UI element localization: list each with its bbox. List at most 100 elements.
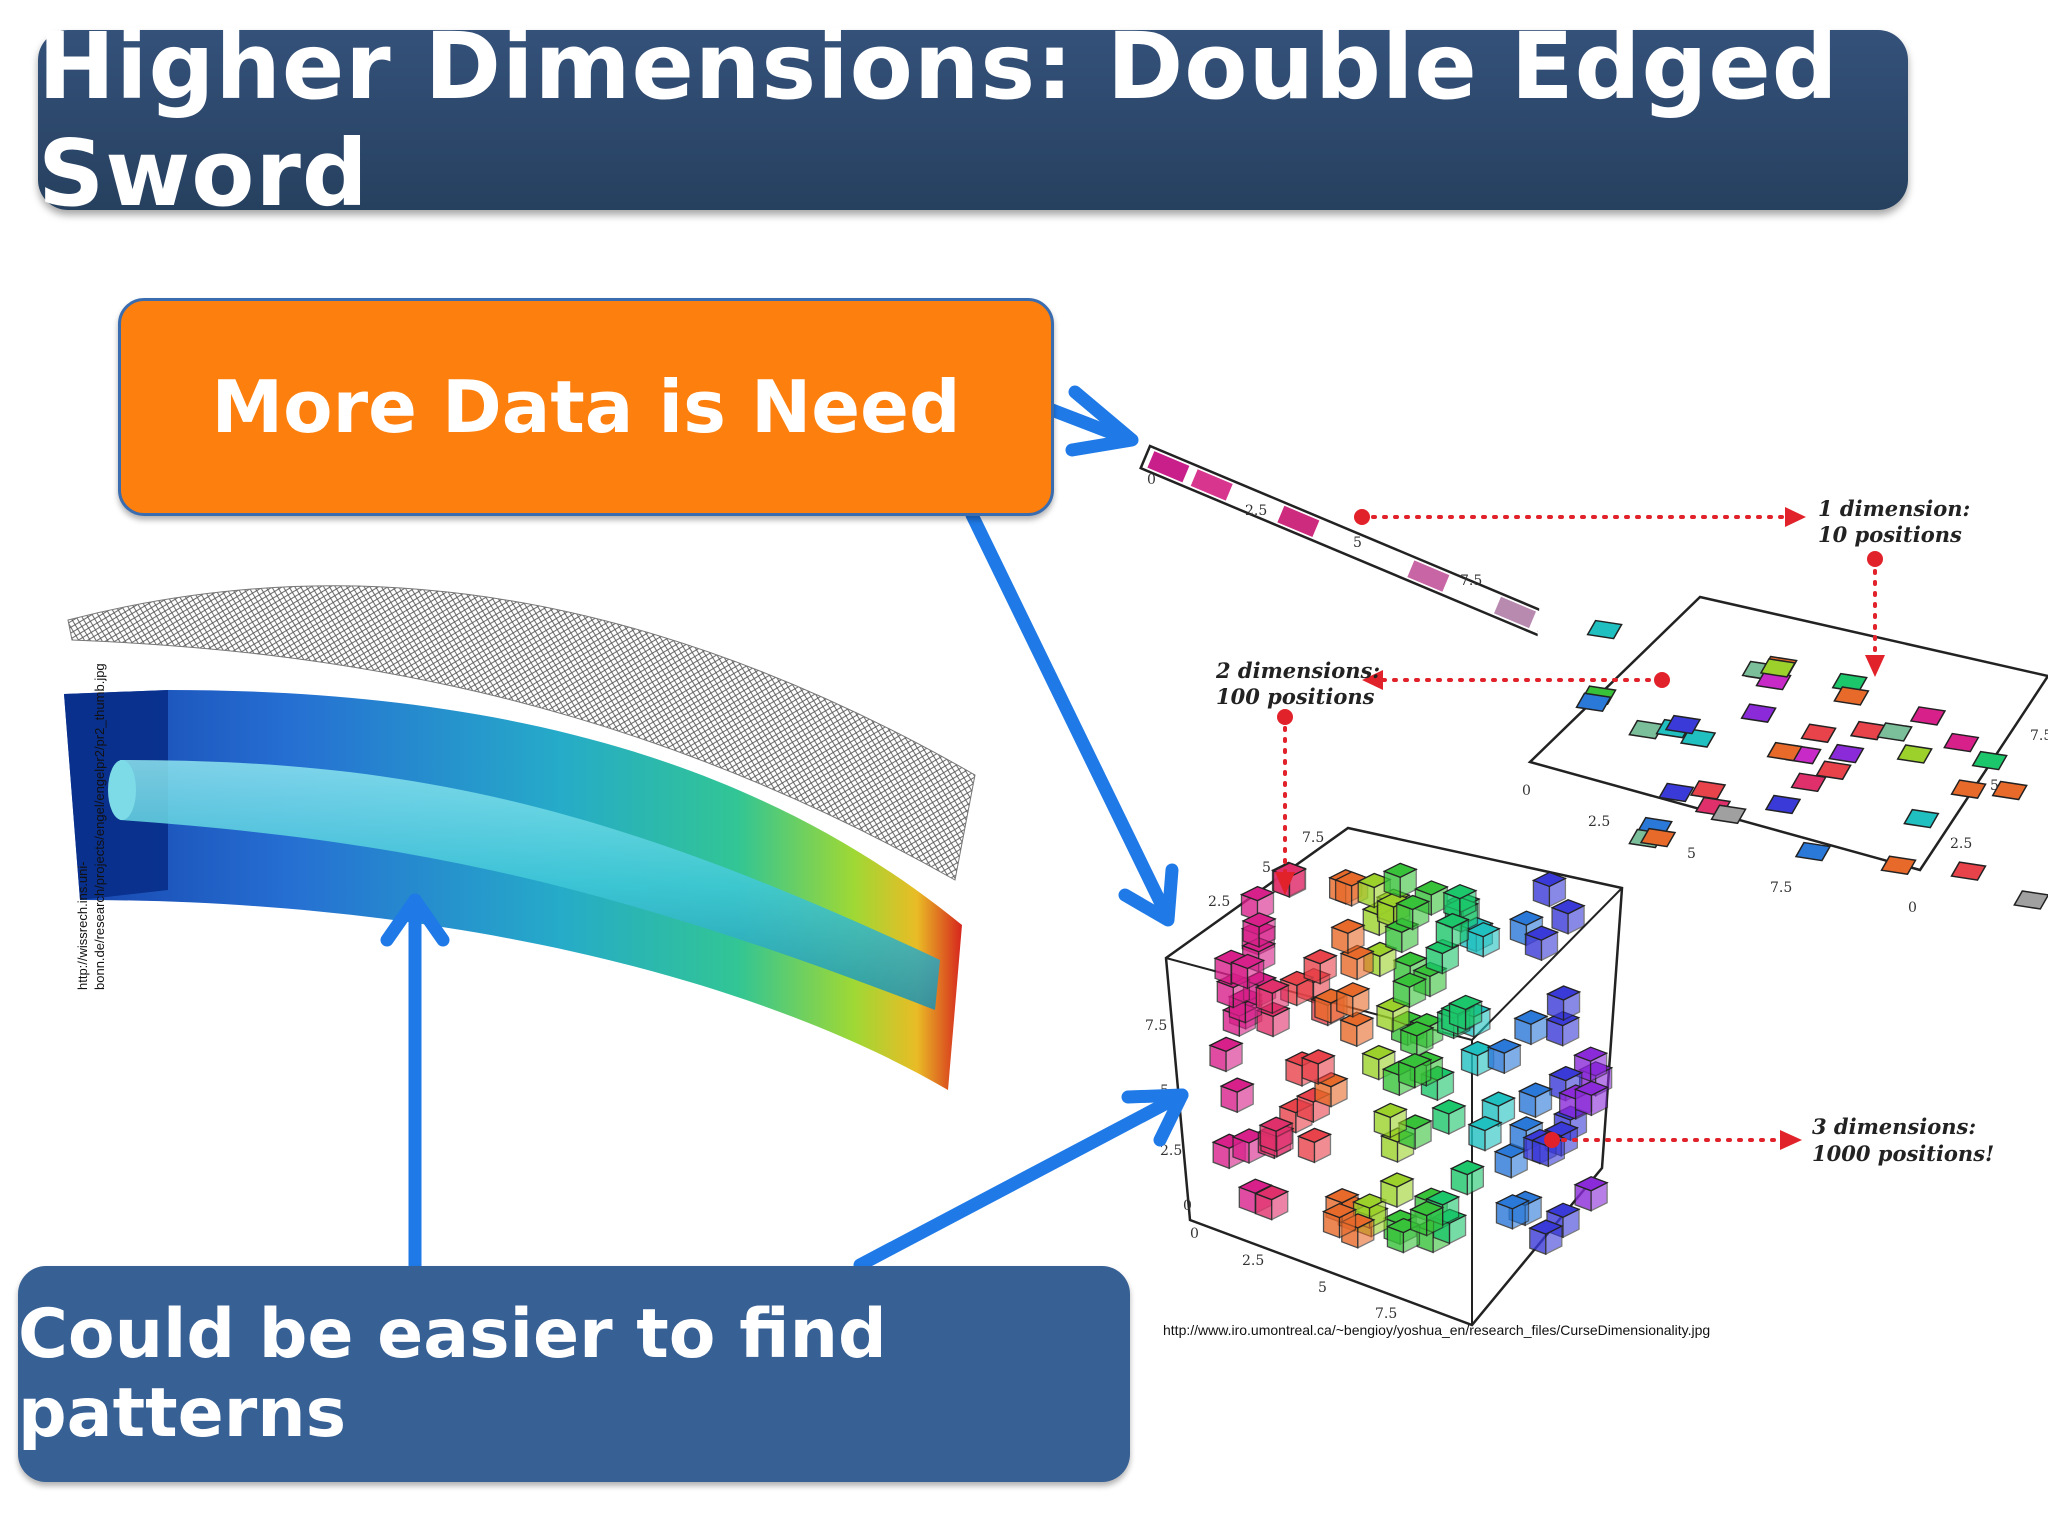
arrow-to-cube-side xyxy=(853,1088,1189,1272)
svg-text:5: 5 xyxy=(1262,860,1271,876)
cube-block xyxy=(1447,994,1484,1031)
right-image-source: http://www.iro.umontreal.ca/~bengioy/yos… xyxy=(1163,1322,1711,1338)
svg-text:2.5: 2.5 xyxy=(1245,503,1267,519)
cube-block xyxy=(1467,1115,1503,1152)
cube-block xyxy=(1486,1038,1522,1075)
grid-square xyxy=(1896,744,1933,764)
grid-square xyxy=(1849,720,1887,741)
cube-block xyxy=(1517,1082,1554,1119)
grid-square xyxy=(1658,782,1695,803)
grid-square xyxy=(1943,732,1980,753)
cube-block xyxy=(1531,871,1568,908)
grid-square xyxy=(1575,692,1612,713)
svg-text:2.5: 2.5 xyxy=(1588,814,1610,830)
cube-block xyxy=(1397,1053,1433,1089)
cube-block xyxy=(1431,1099,1467,1135)
grid-square xyxy=(1950,861,1987,881)
grid-square xyxy=(1903,808,1940,829)
grid-square xyxy=(1909,706,1947,726)
cube-block xyxy=(1573,1080,1610,1117)
svg-text:7.5: 7.5 xyxy=(1145,1018,1167,1034)
more-data-callout: More Data is Need xyxy=(118,298,1054,516)
cube-block xyxy=(1296,1127,1333,1164)
cube-block xyxy=(1372,1102,1408,1139)
cube-block xyxy=(1254,1184,1290,1221)
grid-square xyxy=(1876,722,1913,742)
cube-block xyxy=(1208,1036,1244,1073)
cube-block xyxy=(1523,925,1560,962)
grid-square xyxy=(2013,890,2048,910)
cube-block xyxy=(1550,899,1586,935)
arrow-to-tube-head xyxy=(380,893,450,947)
cube-block xyxy=(1254,978,1291,1015)
svg-text:0: 0 xyxy=(1908,900,1917,916)
svg-text:0: 0 xyxy=(1183,1198,1192,1214)
mesh-sheet xyxy=(67,585,976,881)
patterns-text: Could be easier to find patterns xyxy=(18,1295,887,1453)
svg-text:7.5: 7.5 xyxy=(1375,1306,1397,1322)
label-2d-line2: 100 positions xyxy=(1216,684,1375,709)
grid-square xyxy=(1833,686,1870,706)
left-image-source: http://wissrech.ins.uni-bonn.de/research… xyxy=(75,663,107,990)
svg-text:0: 0 xyxy=(1522,783,1531,799)
cube-block xyxy=(1465,921,1501,958)
cube-block xyxy=(1409,1200,1445,1237)
arrow-to-cube-side-head xyxy=(1121,1088,1189,1147)
grid-square xyxy=(1766,741,1803,762)
cube-block xyxy=(1258,1116,1294,1153)
grid-square xyxy=(1586,619,1623,640)
grid-square xyxy=(1800,723,1837,744)
slide-title: Higher Dimensions: Double Edged Sword xyxy=(38,13,1839,227)
label-1d-line2: 10 positions xyxy=(1818,522,1962,547)
cube-block xyxy=(1480,1091,1517,1128)
svg-text:2.5: 2.5 xyxy=(1208,894,1230,910)
svg-text:7.5: 7.5 xyxy=(1302,830,1324,846)
cube-block xyxy=(1391,972,1428,1009)
cube-block xyxy=(1382,862,1418,899)
cube-block xyxy=(1573,1176,1609,1212)
label-3d-line1: 3 dimensions: xyxy=(1812,1114,1976,1139)
cube-block xyxy=(1513,1009,1549,1046)
svg-text:5: 5 xyxy=(1990,778,1999,794)
arrow-to-cube-head xyxy=(1118,863,1179,927)
svg-text:5: 5 xyxy=(1353,535,1362,551)
grid-square xyxy=(1971,750,2008,771)
label-3d-line2: 1000 positions! xyxy=(1812,1141,1994,1166)
grid-square xyxy=(1628,719,1665,740)
cube-block xyxy=(1241,912,1277,948)
grid-square xyxy=(1794,841,1832,862)
svg-text:2.5: 2.5 xyxy=(1160,1143,1182,1159)
cube-block xyxy=(1449,1159,1485,1196)
cube-block xyxy=(1330,918,1366,955)
title-bar: Higher Dimensions: Double Edged Sword xyxy=(38,13,1908,227)
grid-square xyxy=(1740,703,1777,723)
cube-block xyxy=(1321,1202,1358,1239)
cube-block xyxy=(1219,1077,1255,1114)
svg-text:5: 5 xyxy=(1687,846,1696,862)
cube-block xyxy=(1339,944,1375,981)
cube-block xyxy=(1494,1194,1531,1230)
cube-block xyxy=(1395,894,1431,931)
cube-block xyxy=(1434,912,1470,949)
svg-text:2.5: 2.5 xyxy=(1950,836,1972,852)
cube-block xyxy=(1442,883,1478,920)
bent-tube xyxy=(120,760,940,1010)
grid-square xyxy=(1950,779,1987,799)
label-1d-line1: 1 dimension: xyxy=(1818,496,1970,521)
cube-block xyxy=(1300,1049,1336,1085)
grid-square xyxy=(1764,794,1802,815)
cube-block xyxy=(1229,953,1266,990)
dotted-connectors xyxy=(1283,515,1877,1142)
label-2d-line1: 2 dimensions: xyxy=(1215,658,1380,683)
two-dimension-grid xyxy=(1527,595,2048,910)
svg-text:0: 0 xyxy=(1190,1226,1199,1242)
svg-text:7.5: 7.5 xyxy=(1460,573,1482,589)
grid-square xyxy=(1639,827,1677,848)
svg-text:2.5: 2.5 xyxy=(1242,1253,1264,1269)
cube-block xyxy=(1379,1172,1415,1209)
grid-square xyxy=(1880,855,1917,876)
grid-square xyxy=(1759,658,1797,678)
arrow-to-cube xyxy=(965,508,1175,925)
